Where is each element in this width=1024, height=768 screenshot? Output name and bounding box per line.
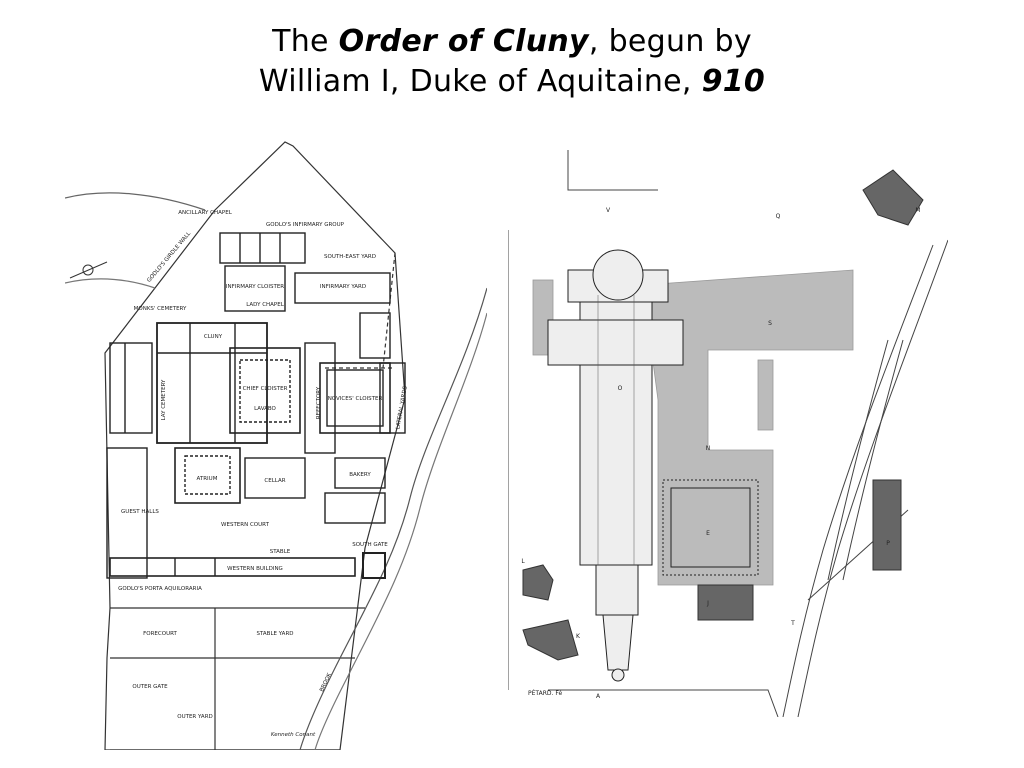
- label-infirmary-cloister: INFIRMARY CLOISTER: [226, 284, 284, 290]
- label-caption: PÉTARD. Fé: [528, 689, 562, 697]
- monastery-plan-petard: V Q M S E N O L J K A T P PÉTARD. Fé: [508, 150, 948, 717]
- label-k: K: [576, 633, 581, 640]
- label-infirmary-group: GODLO'S INFIRMARY GROUP: [266, 222, 345, 228]
- label-l: L: [521, 558, 525, 565]
- label-refectory: REFECTORY: [316, 386, 322, 419]
- label-t: T: [790, 620, 795, 627]
- label-western-building: WESTERN BUILDING: [227, 566, 283, 572]
- label-novices-cloister: NOVICES' CLOISTER: [328, 396, 383, 402]
- label-stable-yard: STABLE YARD: [257, 631, 294, 637]
- label-ancillary-chapel: ANCILLARY CHAPEL: [178, 210, 232, 216]
- label-outer-gate: OUTER GATE: [132, 684, 168, 690]
- label-infirmary-yard: INFIRMARY YARD: [320, 284, 366, 290]
- label-s: S: [768, 320, 772, 327]
- label-stable: STABLE: [270, 549, 291, 555]
- label-a: A: [596, 693, 601, 700]
- road: [797, 239, 948, 717]
- label-atrium: ATRIUM: [197, 476, 218, 482]
- label-m: M: [915, 207, 920, 214]
- label-lavabo: LAVABO: [254, 406, 276, 412]
- title-year: 910: [701, 64, 766, 99]
- label-girdle-wall: GODLO'S GIRDLE WALL: [146, 230, 192, 284]
- label-monks-cemetery: MONKS' CEMETERY: [134, 306, 187, 312]
- river: [299, 287, 487, 750]
- label-v: V: [606, 207, 611, 214]
- label-j: J: [706, 600, 709, 607]
- label-cellar: CELLAR: [264, 478, 285, 484]
- label-cluny: CLUNY: [204, 334, 223, 340]
- label-lady-chapel: LADY CHAPEL: [246, 302, 285, 308]
- label-guest-halls: GUEST HALLS: [121, 509, 159, 515]
- compass-icon: [69, 261, 108, 279]
- label-n: N: [706, 445, 711, 452]
- label-lateral-yards: LATERAL YARDS: [395, 385, 409, 430]
- label-o: O: [618, 385, 623, 392]
- label-q: Q: [776, 213, 781, 220]
- slide-title: The Order of Cluny, begun by William I, …: [0, 22, 1024, 102]
- monastery-plan-conant: ANCILLARY CHAPEL GODLO'S INFIRMARY GROUP…: [65, 138, 487, 750]
- label-signature: Kenneth Conant: [271, 732, 316, 738]
- title-line-2: William I, Duke of Aquitaine, 910: [258, 64, 766, 99]
- label-chief-cloister: CHIEF CLOISTER: [243, 386, 288, 392]
- label-western-court: WESTERN COURT: [221, 522, 270, 528]
- label-bakery: BAKERY: [349, 472, 371, 478]
- label-p: P: [886, 540, 890, 547]
- label-lay-cemetery: LAY CEMETERY: [161, 379, 167, 420]
- girdle-wall-outline: [104, 141, 406, 750]
- label-brook: BROOK: [319, 672, 333, 693]
- title-order-name: Order of Cluny: [338, 24, 589, 59]
- title-line-1: The Order of Cluny, begun by: [272, 24, 752, 59]
- label-porta: GODLO'S PORTA AQUILORARIA: [118, 586, 202, 592]
- label-forecourt: FORECOURT: [143, 631, 177, 637]
- label-south-gate: SOUTH GATE: [352, 542, 388, 548]
- label-outer-yard: OUTER YARD: [177, 714, 213, 720]
- label-e: E: [706, 530, 710, 537]
- label-southeast-yard: SOUTH-EAST YARD: [324, 254, 376, 260]
